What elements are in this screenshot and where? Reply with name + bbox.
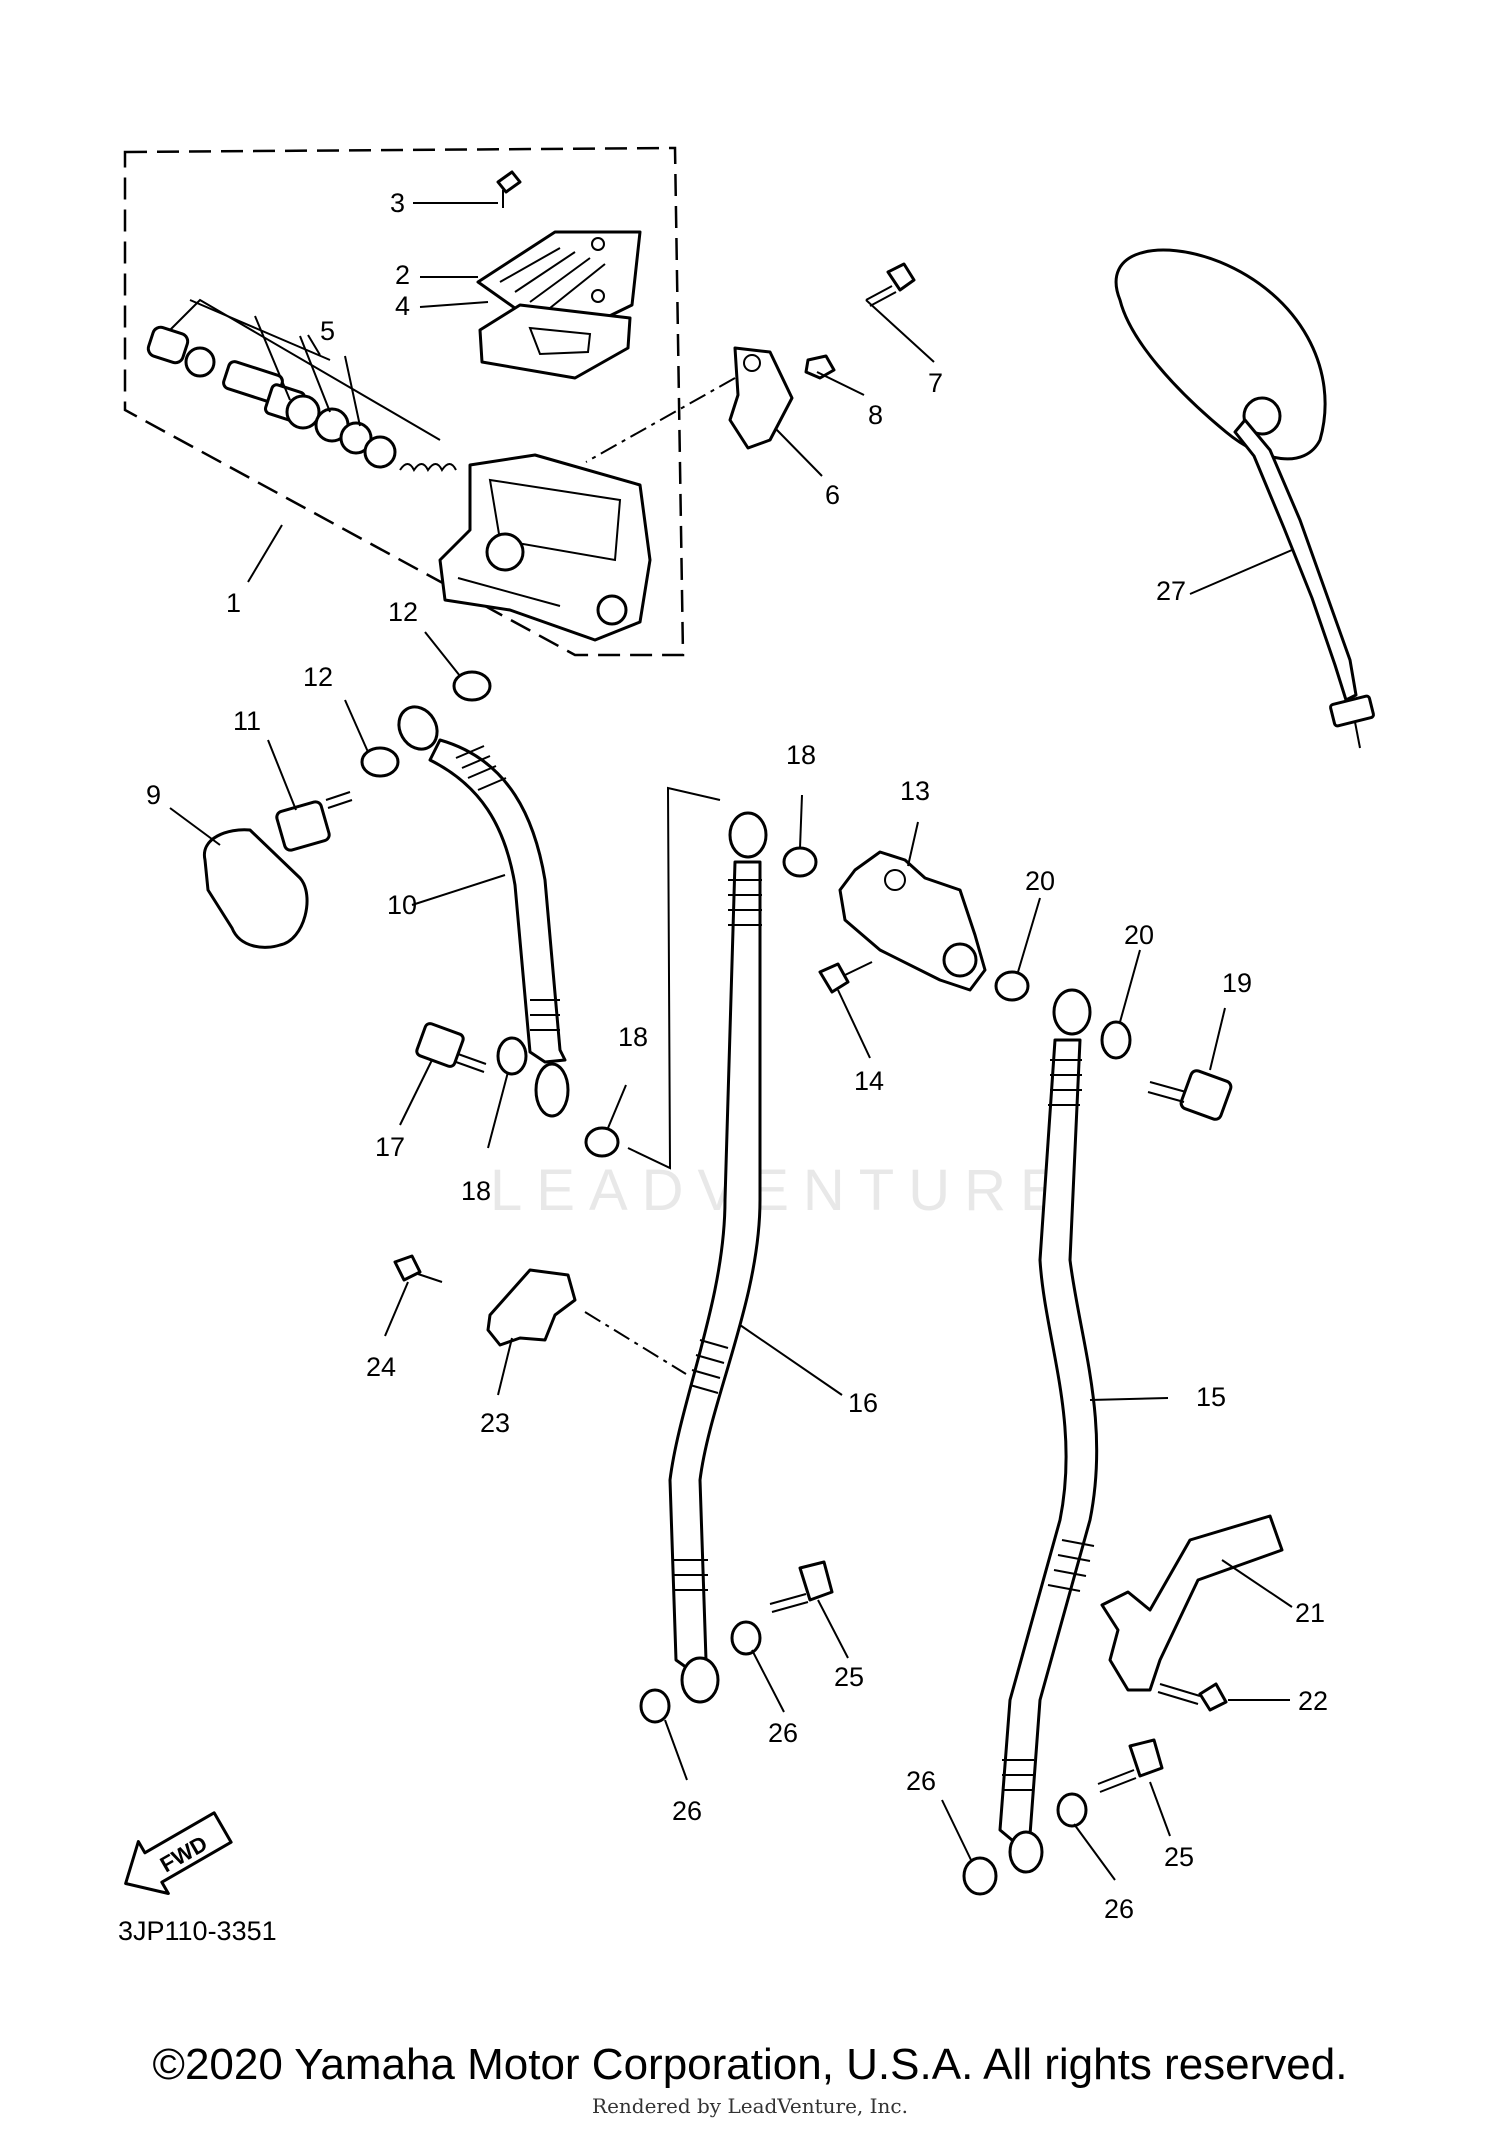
assembly-boundary xyxy=(123,146,685,657)
pipe-routing-line xyxy=(627,786,721,1170)
callout-26a: 26 xyxy=(768,1718,798,1748)
callout-10: 10 xyxy=(387,890,417,920)
callout-27: 27 xyxy=(1156,576,1186,606)
bolt-14 xyxy=(818,961,873,994)
leader-lines xyxy=(169,202,1293,1881)
callout-26d: 26 xyxy=(1104,1894,1134,1924)
washer-8 xyxy=(804,354,836,380)
fwd-arrow-icon: FWD xyxy=(124,1811,233,1895)
bolt-24 xyxy=(393,1254,443,1283)
callout-21: 21 xyxy=(1295,1598,1325,1628)
washer-26c xyxy=(1056,1792,1088,1828)
cover xyxy=(203,828,309,949)
piston-kit xyxy=(146,298,457,472)
washer-20a xyxy=(994,970,1030,1002)
callout-3: 3 xyxy=(390,188,405,218)
callout-12a: 12 xyxy=(303,662,333,692)
callout-25a: 25 xyxy=(834,1662,864,1692)
union-bolt-11 xyxy=(275,791,353,852)
holder xyxy=(728,346,794,450)
washer-18a xyxy=(496,1036,528,1076)
washer-26b xyxy=(639,1688,671,1724)
union-bolt-17 xyxy=(415,1022,487,1073)
bolt-7 xyxy=(865,262,916,307)
callout-15: 15 xyxy=(1196,1382,1226,1412)
callout-19: 19 xyxy=(1222,968,1252,998)
callout-16: 16 xyxy=(848,1388,878,1418)
brake-hose-16 xyxy=(668,811,768,1704)
callout-20a: 20 xyxy=(1025,866,1055,896)
callout-23: 23 xyxy=(480,1408,510,1438)
bracket xyxy=(1100,1514,1284,1692)
callout-12b: 12 xyxy=(388,597,418,627)
washer-26d xyxy=(962,1856,998,1896)
clamp xyxy=(486,1268,577,1347)
callout-22: 22 xyxy=(1298,1686,1328,1716)
callout-25b: 25 xyxy=(1164,1842,1194,1872)
callout-8: 8 xyxy=(868,400,883,430)
washer-12b xyxy=(452,670,492,702)
callout-26b: 26 xyxy=(672,1796,702,1826)
washer-20b xyxy=(1100,1020,1132,1060)
master-cylinder-body xyxy=(438,453,652,642)
callout-7: 7 xyxy=(928,368,943,398)
callout-11: 11 xyxy=(233,706,261,736)
diaphragm xyxy=(478,303,632,380)
callout-20b: 20 xyxy=(1124,920,1154,950)
callout-14: 14 xyxy=(854,1066,884,1096)
washer-18b xyxy=(584,1126,620,1158)
union-bolt-25b xyxy=(1097,1738,1164,1793)
callout-13: 13 xyxy=(900,776,930,806)
washer-18c xyxy=(782,846,818,878)
callout-17: 17 xyxy=(375,1132,405,1162)
callout-24: 24 xyxy=(366,1352,396,1382)
callout-18b: 18 xyxy=(618,1022,648,1052)
brake-hose-15 xyxy=(998,988,1099,1874)
rendered-by-credit: Rendered by LeadVenture, Inc. xyxy=(592,2094,908,2118)
callout-9: 9 xyxy=(146,780,161,810)
callout-26c: 26 xyxy=(906,1766,936,1796)
joint xyxy=(838,850,987,992)
brake-hose-10 xyxy=(397,705,570,1118)
callout-2: 2 xyxy=(395,260,410,290)
callout-18a: 18 xyxy=(461,1176,491,1206)
diagram-code: 3JP110-3351 xyxy=(118,1916,277,1946)
union-bolt-19 xyxy=(1147,1069,1233,1121)
washer-12a xyxy=(360,746,400,778)
callout-5: 5 xyxy=(320,316,335,346)
union-bolt-25a xyxy=(769,1560,834,1613)
callout-1: 1 xyxy=(226,588,241,618)
callout-18c: 18 xyxy=(786,740,816,770)
mirror xyxy=(1114,248,1375,749)
screw-3 xyxy=(496,170,522,208)
bolt-22 xyxy=(1157,1682,1228,1712)
callout-4: 4 xyxy=(395,291,410,321)
callout-6: 6 xyxy=(825,480,840,510)
copyright-notice: ©2020 Yamaha Motor Corporation, U.S.A. A… xyxy=(152,2040,1348,2089)
washer-26a xyxy=(730,1620,762,1656)
watermark: LEADVENTURE xyxy=(490,1158,1073,1223)
